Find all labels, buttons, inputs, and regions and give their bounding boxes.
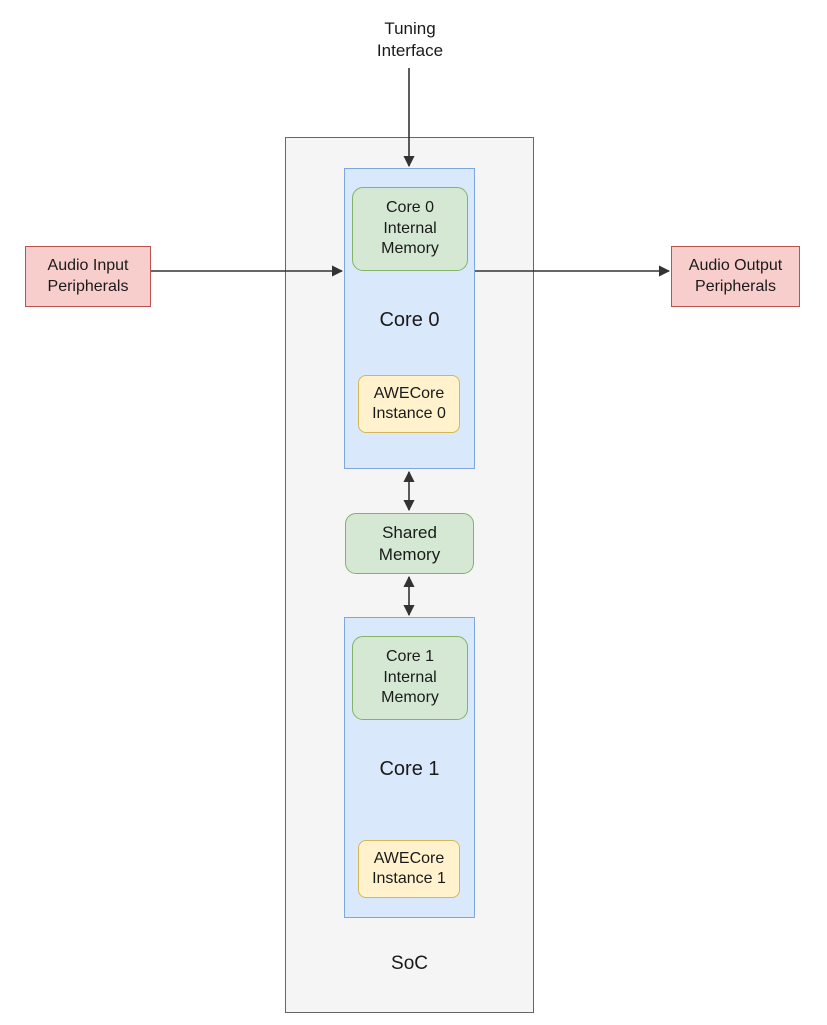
- core-0-internal-memory-label: Core 0 Internal Memory: [381, 199, 439, 258]
- audio-input-peripherals-label: Audio Input Peripherals: [47, 257, 129, 295]
- awecore-instance-1: AWECore Instance 1: [358, 840, 460, 898]
- core-1-label: Core 1: [379, 758, 440, 780]
- core-0-internal-memory: Core 0 Internal Memory: [352, 187, 468, 271]
- awecore-instance-1-label: AWECore Instance 1: [372, 849, 446, 887]
- tuning-interface-label: Tuning Interface: [376, 19, 444, 61]
- awecore-instance-0: AWECore Instance 0: [358, 375, 460, 433]
- core-1-internal-memory: Core 1 Internal Memory: [352, 636, 468, 720]
- shared-memory-label: Shared Memory: [378, 522, 441, 564]
- core-1-internal-memory-label: Core 1 Internal Memory: [381, 648, 439, 707]
- core-0-label: Core 0: [379, 309, 440, 331]
- audio-output-peripherals-block: Audio Output Peripherals: [671, 246, 800, 307]
- awecore-instance-0-label: AWECore Instance 0: [372, 384, 446, 422]
- audio-input-peripherals-block: Audio Input Peripherals: [25, 246, 151, 307]
- audio-output-peripherals-label: Audio Output Peripherals: [688, 257, 783, 295]
- shared-memory-block: Shared Memory: [345, 513, 474, 574]
- soc-label: SoC: [391, 952, 428, 974]
